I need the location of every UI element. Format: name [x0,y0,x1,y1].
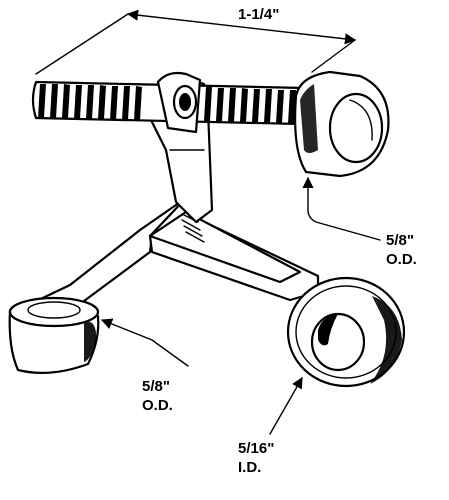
top-bumper-type-label: O.D. [386,251,417,268]
top-bumper [294,70,390,178]
leader-bottom-bumper [100,318,189,367]
threaded-screw [31,80,306,126]
clamp-post-front [156,71,202,134]
leader-top-bumper [302,176,381,241]
extension-line-right [311,39,356,73]
hinge-hole-type-label: I.D. [238,459,262,476]
leader-hinge-ring [269,377,303,435]
overall-width-label: 1-1/4" [238,6,280,23]
bottom-bumper-size-label: 5/8" [142,378,170,395]
bottom-bumper-type-label: O.D. [142,397,173,414]
hinge-hole-size-label: 5/16" [238,440,275,457]
hinge-ring [286,276,406,388]
width-dimension [35,9,357,75]
top-bumper-size-label: 5/8" [386,232,414,249]
bottom-bumper [8,296,100,374]
leader-lines [100,176,381,435]
dimension-arrow [126,9,357,45]
extension-line-left [35,13,129,75]
stop-arm [26,196,320,320]
